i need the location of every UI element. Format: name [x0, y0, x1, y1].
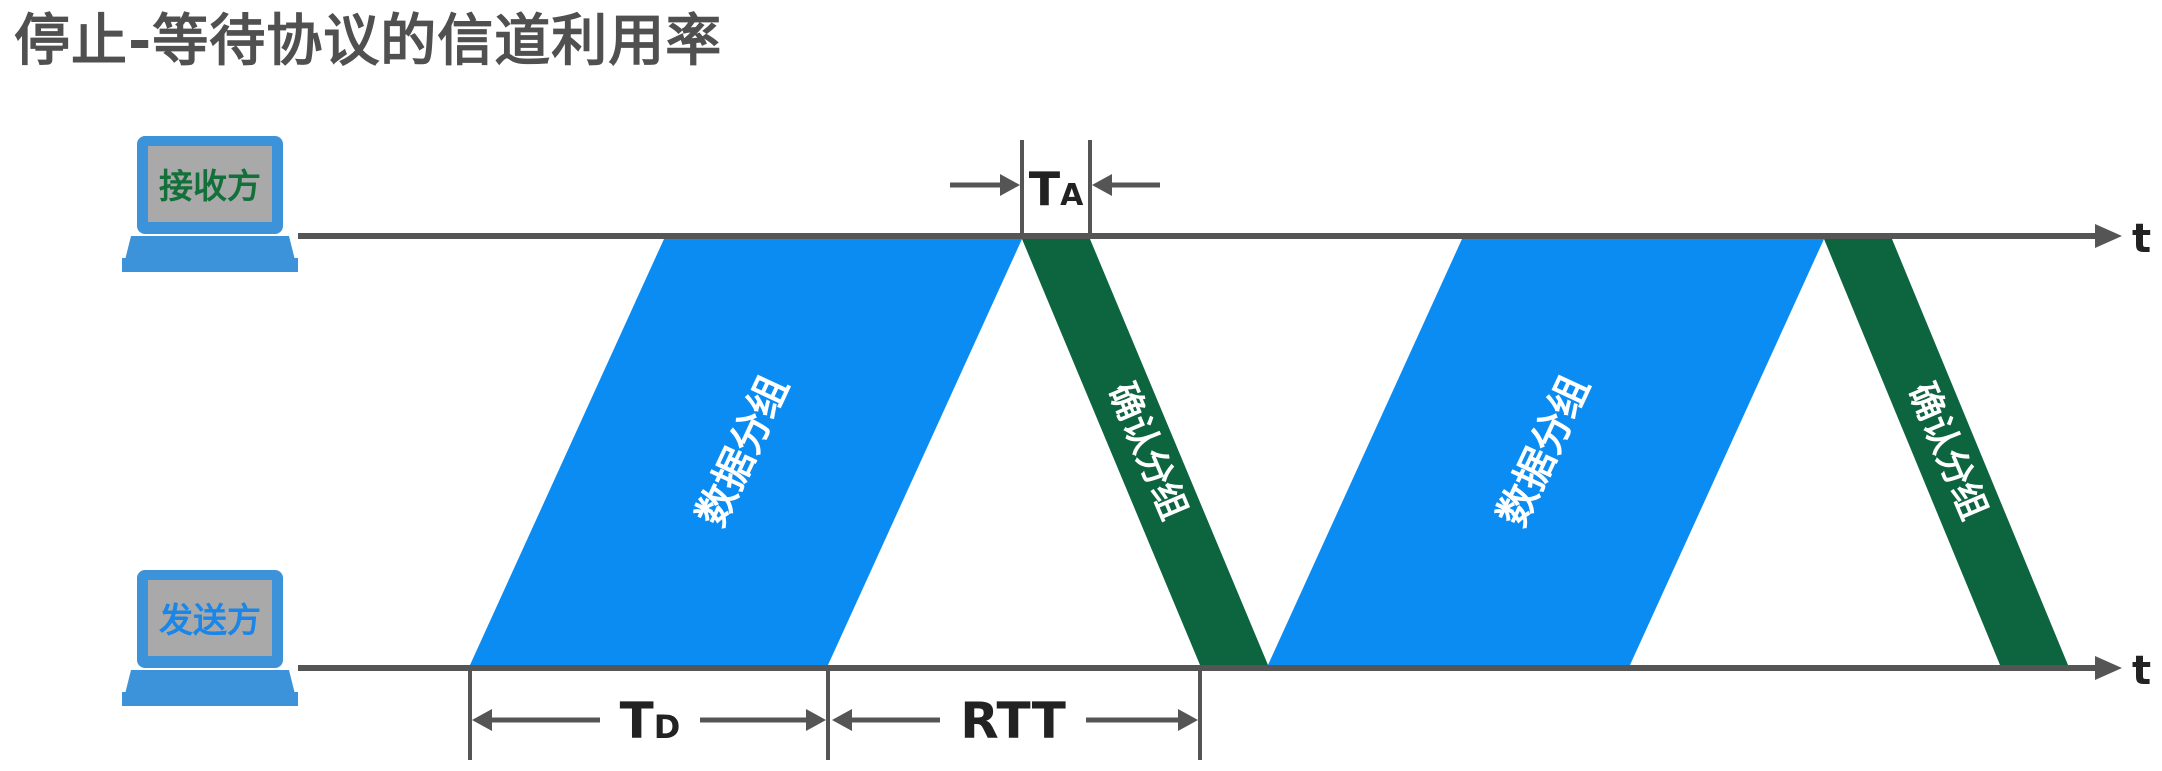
td-annotation: TD: [468, 668, 830, 760]
td-subscript-label: D: [654, 708, 681, 746]
ack-packet-2: [1824, 239, 2068, 665]
page-title: 停止-等待协议的信道利用率: [14, 9, 723, 74]
ta-annotation: TA: [950, 140, 1160, 236]
svg-text:TD: TD: [620, 692, 681, 750]
receiver-label: 接收方: [159, 167, 261, 207]
ta-subscript-label: A: [1060, 178, 1084, 213]
ack-packet-1: [1022, 239, 1268, 665]
sender-time-label: t: [2132, 648, 2151, 694]
data-packet-2: [1268, 239, 1824, 665]
data-packet-1: [470, 239, 1022, 665]
receiver-computer-icon: 接收方: [122, 136, 298, 272]
sender-computer-icon: 发送方: [122, 570, 298, 706]
rtt-label: RTT: [960, 692, 1066, 750]
svg-text:TA: TA: [1029, 162, 1084, 216]
rtt-annotation: RTT: [832, 668, 1202, 760]
ta-main-label: T: [1029, 162, 1061, 216]
receiver-timeline: [298, 224, 2122, 248]
sender-label: 发送方: [159, 601, 261, 641]
td-main-label: T: [620, 692, 654, 750]
receiver-time-label: t: [2132, 216, 2151, 262]
